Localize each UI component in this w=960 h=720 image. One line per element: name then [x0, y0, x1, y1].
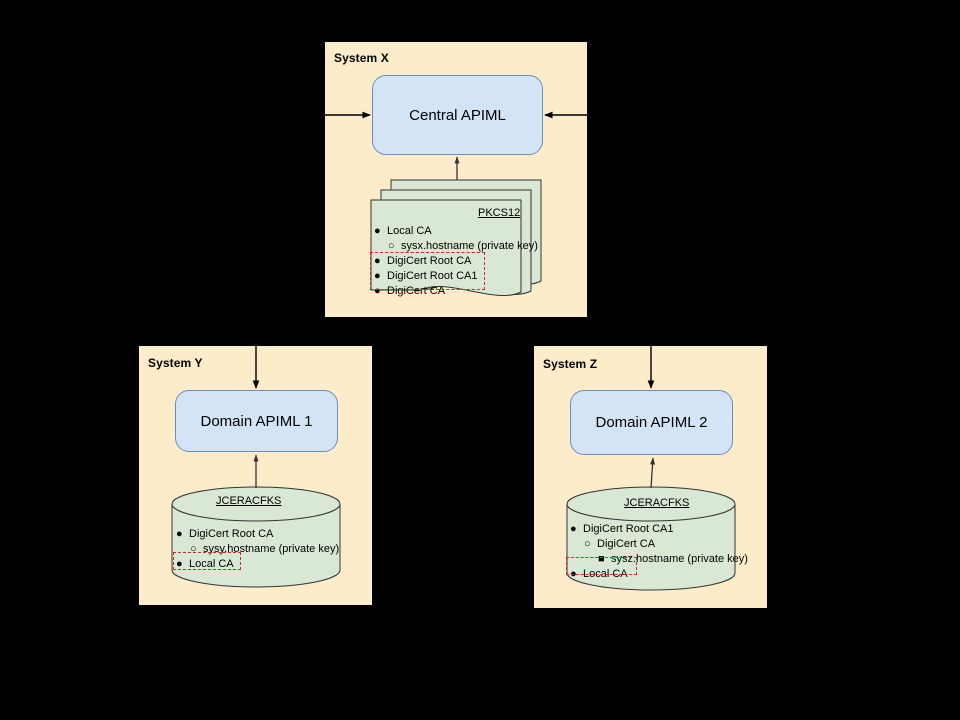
list-item-label: DigiCert Root CA1 [387, 270, 478, 282]
list-item: ● DigiCert CA [374, 284, 538, 299]
pkcs12-item-list: ● Local CA ○ sysx.hostname (private key) ●… [374, 224, 538, 299]
list-item: ● DigiCert Root CA [374, 254, 538, 269]
list-item-label: DigiCert CA [597, 538, 656, 550]
list-item: ● Local CA [176, 557, 339, 572]
filled-square-icon: ■ [598, 553, 605, 565]
hollow-circle-icon: ○ [190, 543, 197, 555]
system-y-label: System Y [148, 356, 203, 370]
jceracfks-y-item-list: ●DigiCert Root CA ○sysy.hostname (privat… [176, 527, 339, 572]
filled-disc-icon: ● [374, 225, 381, 237]
jceracfks-z-title: JCERACFKS [624, 497, 690, 509]
system-x-label: System X [334, 51, 389, 65]
central-apiml-label: Central APIML [409, 106, 506, 124]
filled-disc-icon: ● [176, 558, 183, 570]
pkcs12-title: PKCS12 [478, 207, 521, 219]
list-item: ■ sysz.hostname (private key) [598, 552, 748, 567]
list-item: ○ DigiCert CA [584, 537, 748, 552]
list-item: ● DigiCert Root CA [176, 527, 339, 542]
hollow-circle-icon: ○ [388, 240, 395, 252]
list-item: ● DigiCert Root CA1 [374, 269, 538, 284]
central-apiml-box[interactable]: Central APIML [372, 75, 543, 155]
filled-disc-icon: ● [570, 523, 577, 535]
list-item-label: DigiCert Root CA1 [583, 523, 674, 535]
list-item-label: sysx.hostname (private key) [401, 240, 538, 252]
filled-disc-icon: ● [176, 528, 183, 540]
list-item-label: DigiCert Root CA [189, 528, 274, 540]
domain-apiml-2-box[interactable]: Domain APIML 2 [570, 390, 733, 455]
list-item-label: DigiCert CA [387, 285, 446, 297]
domain-apiml-1-box[interactable]: Domain APIML 1 [175, 390, 338, 452]
domain-apiml-2-label: Domain APIML 2 [595, 414, 708, 431]
filled-disc-icon: ● [374, 270, 381, 282]
list-item: ● Local CA [374, 224, 538, 239]
system-z-label: System Z [543, 357, 598, 371]
connector-keyring-z-to-domain-2 [650, 457, 656, 489]
list-item: ○ sysx.hostname (private key) [388, 239, 538, 254]
list-item: ● DigiCert Root CA1 [570, 522, 748, 537]
filled-disc-icon: ● [374, 255, 381, 267]
jceracfks-y-title: JCERACFKS [216, 495, 282, 507]
hollow-circle-icon: ○ [584, 538, 591, 550]
list-item-label: Local CA [387, 225, 432, 237]
list-item-label: Local CA [189, 558, 234, 570]
list-item-label: sysz.hostname (private key) [611, 553, 748, 565]
domain-apiml-1-label: Domain APIML 1 [200, 412, 313, 430]
filled-disc-icon: ● [374, 285, 381, 297]
list-item-label: DigiCert Root CA [387, 255, 472, 267]
